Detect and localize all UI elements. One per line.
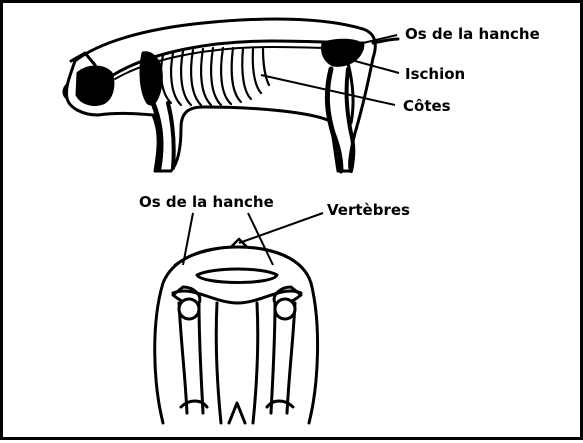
label-ischium: Ischion: [405, 67, 465, 82]
pig-skeleton-illustration: [3, 3, 583, 443]
pig-rear-view: [155, 239, 318, 423]
label-hip-bone-rear: Os de la hanche: [139, 195, 274, 210]
label-ribs: Côtes: [403, 99, 451, 114]
label-hip-bone-side: Os de la hanche: [405, 27, 540, 42]
label-vertebrae: Vertèbres: [327, 203, 410, 218]
rear-view-pointer-lines: [183, 213, 323, 265]
